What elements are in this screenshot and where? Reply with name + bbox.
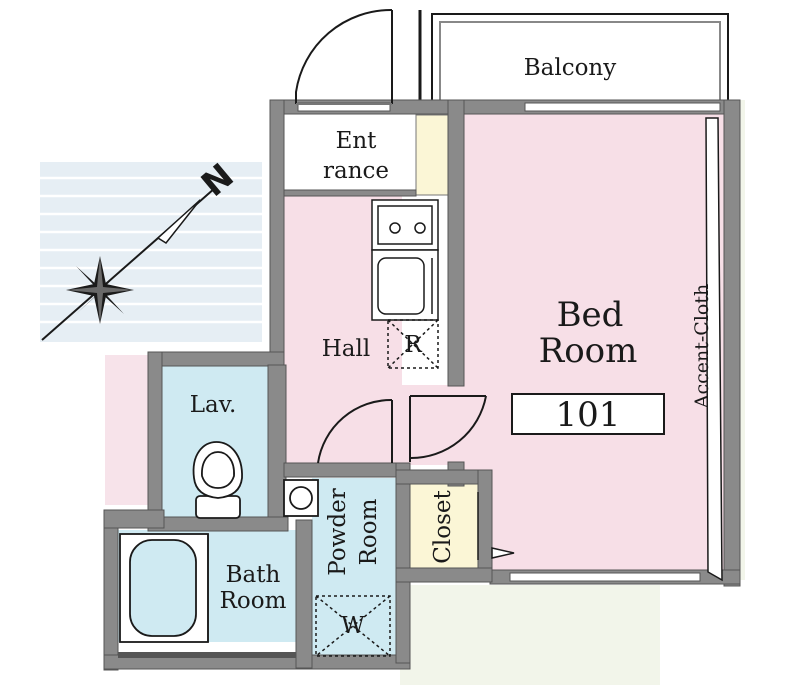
washbasin-icon bbox=[283, 479, 319, 517]
outdoor-floor-left bbox=[105, 355, 150, 505]
lavatory-label: Lav. bbox=[190, 392, 237, 418]
entrance-floor bbox=[284, 115, 416, 195]
washer-space bbox=[315, 595, 391, 657]
fridge-label: R bbox=[404, 332, 422, 358]
room-number: 101 bbox=[556, 395, 621, 435]
powder-label-line2: Room bbox=[356, 498, 382, 565]
bathtub-icon bbox=[119, 533, 209, 643]
balcony-floor bbox=[440, 22, 722, 104]
accent-cloth-label: Accent-Cloth bbox=[691, 284, 713, 409]
fridge-space bbox=[387, 319, 439, 369]
bedroom-floor bbox=[462, 112, 724, 572]
sink-basin-icon bbox=[377, 257, 425, 315]
powder-door-icon bbox=[317, 398, 393, 464]
toilet-icon bbox=[192, 441, 243, 519]
closet-floor bbox=[408, 484, 478, 568]
entrance-door-icon bbox=[295, 8, 393, 104]
bath-drain-bar bbox=[118, 652, 296, 658]
closet-door-icon bbox=[477, 492, 515, 560]
bath-label-line1: Bath bbox=[226, 562, 281, 588]
compass-hatching bbox=[40, 176, 262, 324]
compass-rose-icon bbox=[66, 256, 134, 324]
bedroom-door-icon bbox=[409, 395, 487, 460]
accent-cloth-wall bbox=[705, 117, 723, 582]
balcony-label: Balcony bbox=[524, 55, 617, 81]
compass-background bbox=[40, 162, 262, 342]
hall-label: Hall bbox=[322, 336, 370, 362]
stove-burner-icon bbox=[389, 222, 401, 234]
bedroom-label-line1: Bed bbox=[557, 295, 624, 335]
entrance-label-line1: Ent bbox=[336, 128, 378, 154]
entrance-label-line2: rance bbox=[323, 158, 389, 184]
closet-label: Closet bbox=[430, 490, 456, 564]
washer-label: W bbox=[341, 613, 365, 639]
bedroom-label-line2: Room bbox=[539, 331, 638, 371]
bath-label-line2: Room bbox=[220, 588, 287, 614]
hall-floor-link bbox=[395, 385, 465, 465]
entrance-shoe-shelf bbox=[415, 114, 449, 196]
outdoor-floor bbox=[400, 585, 660, 685]
compass: N bbox=[40, 156, 262, 342]
kitchen bbox=[371, 199, 439, 321]
compass-arrow-icon bbox=[156, 199, 201, 244]
walls bbox=[103, 99, 741, 671]
stove-burner-icon bbox=[414, 222, 426, 234]
room-number-plate bbox=[511, 393, 665, 435]
powder-label-line1: Powder bbox=[325, 488, 351, 575]
doors bbox=[295, 8, 487, 464]
windows bbox=[297, 102, 721, 582]
